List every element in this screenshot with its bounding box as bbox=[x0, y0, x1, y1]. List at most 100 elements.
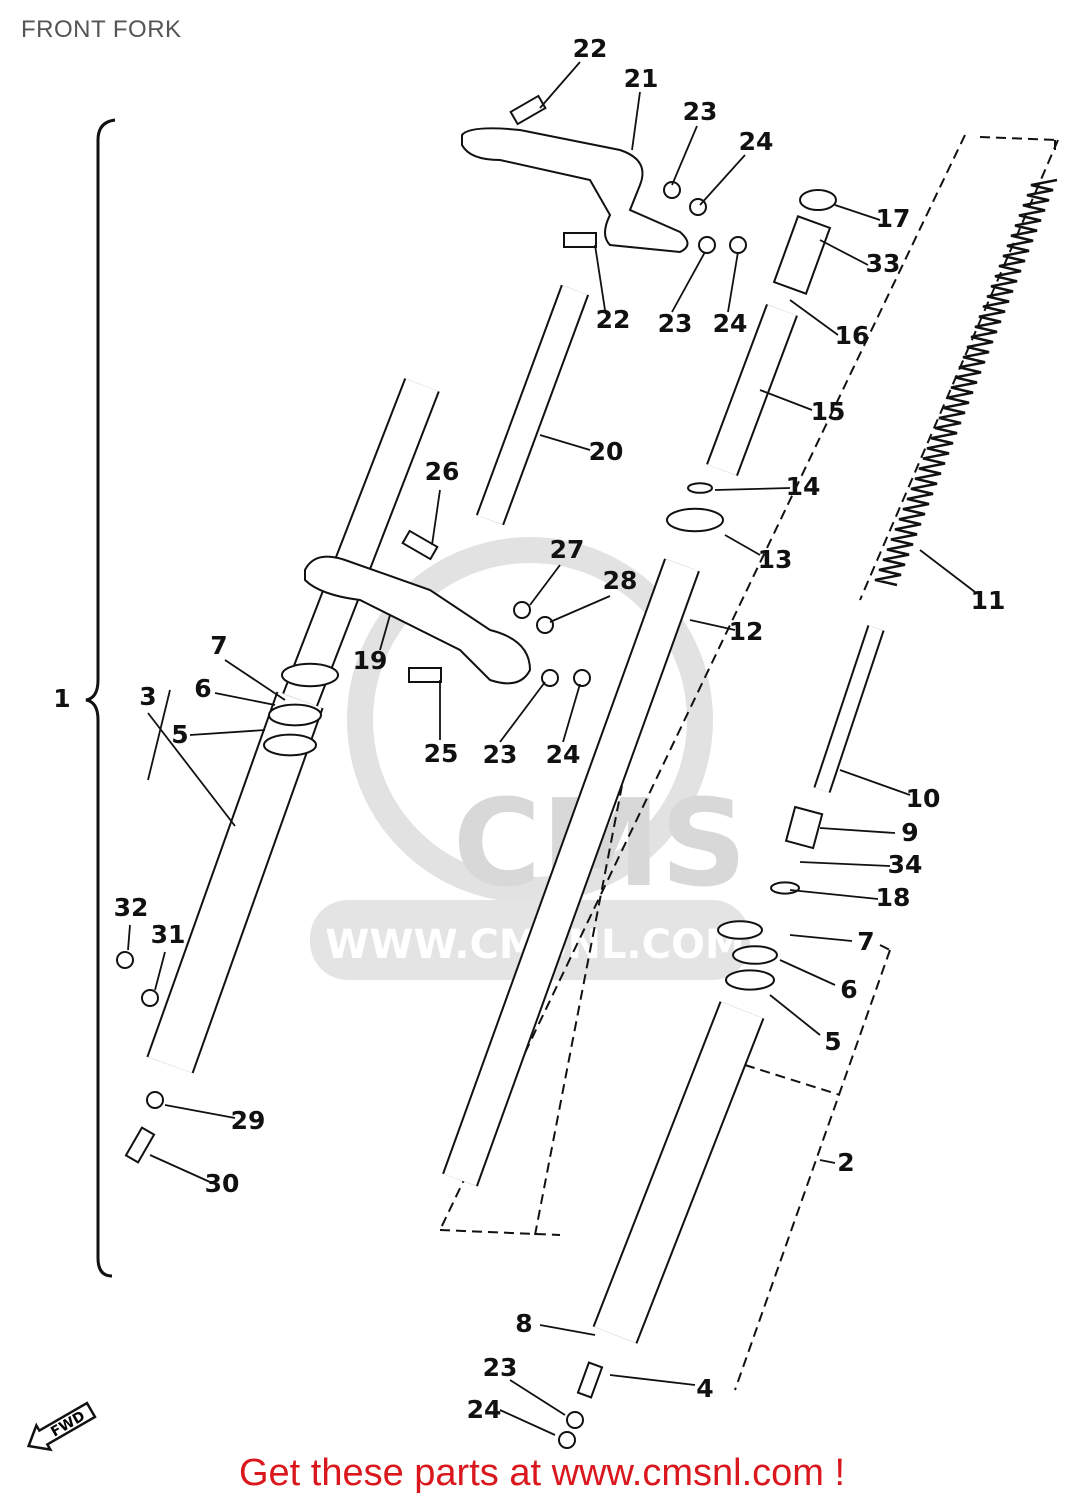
nut-washer bbox=[729, 236, 747, 254]
guide-line bbox=[979, 136, 1059, 141]
right-outer-tube bbox=[592, 1001, 765, 1344]
guide-line bbox=[879, 944, 891, 951]
leader-line bbox=[819, 239, 869, 266]
leader-line bbox=[499, 1409, 556, 1436]
seal-ring bbox=[263, 733, 317, 757]
leader-line bbox=[214, 692, 276, 706]
leader-line bbox=[127, 924, 131, 951]
callout-24: 24 bbox=[467, 1395, 502, 1424]
leader-line bbox=[164, 1104, 236, 1119]
callout-19: 19 bbox=[353, 646, 388, 675]
leader-line bbox=[779, 959, 836, 986]
callout-23: 23 bbox=[483, 1353, 518, 1382]
callout-33: 33 bbox=[866, 249, 901, 278]
callout-24: 24 bbox=[546, 740, 581, 769]
leader-line bbox=[379, 614, 391, 651]
leader-line bbox=[671, 125, 698, 186]
callout-11: 11 bbox=[971, 586, 1006, 615]
callout-21: 21 bbox=[624, 64, 659, 93]
leader-line bbox=[539, 434, 591, 451]
seal-ring bbox=[687, 482, 713, 494]
seal-ring bbox=[281, 662, 339, 688]
leader-line bbox=[499, 681, 546, 743]
leader-line bbox=[714, 487, 791, 491]
guide-line bbox=[744, 1064, 841, 1096]
leader-line bbox=[819, 827, 896, 834]
callout-16: 16 bbox=[835, 321, 870, 350]
leader-line bbox=[799, 861, 891, 867]
callout-3: 3 bbox=[139, 682, 156, 711]
leader-line bbox=[529, 564, 561, 606]
bolt bbox=[124, 1126, 156, 1164]
nut-washer bbox=[663, 181, 681, 199]
callout-27: 27 bbox=[550, 535, 585, 564]
callout-15: 15 bbox=[811, 397, 846, 426]
callout-14: 14 bbox=[786, 472, 821, 501]
callout-10: 10 bbox=[906, 784, 941, 813]
seal-ring bbox=[717, 920, 763, 940]
nut-washer bbox=[541, 669, 559, 687]
callout-1: 1 bbox=[53, 684, 70, 713]
under-bracket-19 bbox=[304, 555, 532, 685]
callout-6: 6 bbox=[194, 674, 211, 703]
spacer-tube-15 bbox=[706, 304, 798, 476]
leader-line bbox=[834, 204, 881, 221]
leader-line bbox=[631, 91, 641, 151]
leader-line bbox=[224, 659, 286, 701]
callout-7: 7 bbox=[857, 927, 874, 956]
bolt bbox=[563, 232, 597, 248]
callout-22: 22 bbox=[573, 34, 608, 63]
cap-17 bbox=[799, 189, 837, 211]
nut-washer bbox=[146, 1091, 164, 1109]
leader-line bbox=[509, 1379, 566, 1416]
callout-2: 2 bbox=[837, 1148, 854, 1177]
leader-line bbox=[549, 595, 611, 623]
nut-washer bbox=[558, 1431, 576, 1449]
bolt bbox=[401, 529, 439, 561]
upper-bracket-21 bbox=[461, 127, 689, 254]
nut-washer bbox=[513, 601, 531, 619]
leader-line bbox=[147, 689, 171, 781]
callout-31: 31 bbox=[151, 920, 186, 949]
callout-23: 23 bbox=[658, 309, 693, 338]
leader-line bbox=[724, 534, 761, 556]
damper-rod-10 bbox=[813, 625, 885, 793]
cap-bolt-33 bbox=[772, 215, 832, 295]
callout-24: 24 bbox=[713, 309, 748, 338]
leader-line bbox=[671, 251, 706, 313]
callout-24: 24 bbox=[739, 127, 774, 156]
leader-line bbox=[727, 251, 739, 313]
seal-ring bbox=[725, 969, 775, 991]
leader-line bbox=[562, 683, 581, 743]
callout-23: 23 bbox=[683, 97, 718, 126]
nut-washer bbox=[566, 1411, 584, 1429]
seal-ring bbox=[732, 945, 778, 965]
footer-link[interactable]: Get these parts at www.cmsnl.com ! bbox=[238, 1452, 846, 1494]
leader-line bbox=[147, 712, 236, 827]
guide-line bbox=[439, 1229, 561, 1236]
leader-line bbox=[699, 154, 746, 206]
callout-22: 22 bbox=[596, 305, 631, 334]
callout-20: 20 bbox=[589, 437, 624, 466]
nut-washer bbox=[573, 669, 591, 687]
callout-5: 5 bbox=[171, 720, 188, 749]
callout-9: 9 bbox=[901, 818, 918, 847]
leader-line bbox=[431, 489, 441, 546]
callout-8: 8 bbox=[515, 1309, 532, 1338]
leader-line bbox=[789, 934, 853, 942]
fork-spring-11 bbox=[874, 178, 1058, 587]
leader-line bbox=[594, 244, 606, 311]
leader-line bbox=[919, 549, 976, 593]
seal-ring bbox=[666, 507, 724, 533]
nut-washer bbox=[536, 616, 554, 634]
bolt bbox=[509, 94, 547, 126]
bolt bbox=[408, 667, 442, 683]
inner-tube-12 bbox=[442, 558, 700, 1187]
bolt bbox=[576, 1361, 604, 1399]
assembly-brace bbox=[85, 118, 116, 1278]
callout-7: 7 bbox=[210, 631, 227, 660]
leader-line bbox=[539, 61, 581, 109]
callout-6: 6 bbox=[840, 975, 857, 1004]
left-inner-tube bbox=[282, 378, 440, 707]
